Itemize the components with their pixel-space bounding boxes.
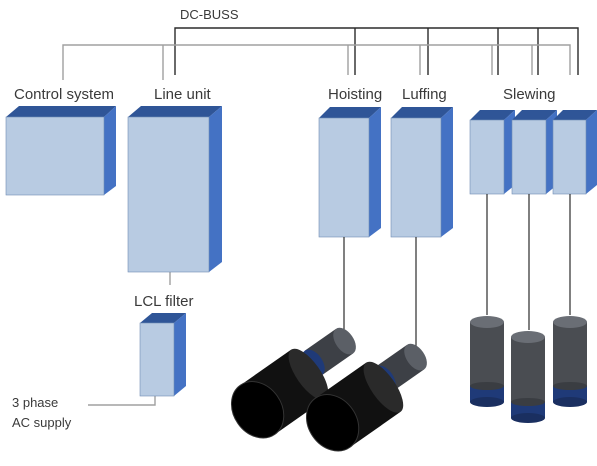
slewing-motor-icon bbox=[470, 316, 587, 423]
control-system-cabinet bbox=[5, 106, 116, 196]
dc-bus-main bbox=[174, 27, 579, 75]
motor-wires bbox=[343, 194, 571, 352]
luffing-motor-icon bbox=[305, 343, 427, 452]
filter-to-supply bbox=[88, 393, 156, 406]
slewing-motor-2 bbox=[511, 331, 545, 423]
control-lines bbox=[62, 44, 571, 406]
control-bus bbox=[62, 44, 571, 80]
slewing-cabinet-3 bbox=[552, 110, 597, 195]
slewing-cabinet-1 bbox=[469, 110, 515, 195]
slewing-cabinet-2 bbox=[511, 110, 557, 195]
slewing-motor-3 bbox=[553, 316, 587, 407]
dc-bus-lines bbox=[174, 27, 579, 75]
slewing-label: Slewing bbox=[503, 86, 556, 103]
lcl-filter-cabinet bbox=[139, 313, 186, 397]
supply-label-line2: AC supply bbox=[12, 415, 72, 430]
luffing-label: Luffing bbox=[402, 86, 447, 103]
luffing-cabinet bbox=[390, 107, 453, 238]
lcl-filter-label: LCL filter bbox=[134, 293, 194, 310]
hoisting-motor-icon bbox=[230, 327, 356, 439]
line-unit-cabinet bbox=[127, 106, 222, 273]
supply-label-line1: 3 phase bbox=[12, 395, 59, 410]
hoisting-cabinet bbox=[318, 107, 381, 238]
slewing-motor-1 bbox=[470, 316, 504, 407]
hoisting-label: Hoisting bbox=[328, 86, 383, 103]
control-system-label: Control system bbox=[14, 86, 115, 103]
line-unit-label: Line unit bbox=[154, 86, 211, 103]
dc-bus-label: DC-BUSS bbox=[180, 7, 239, 22]
